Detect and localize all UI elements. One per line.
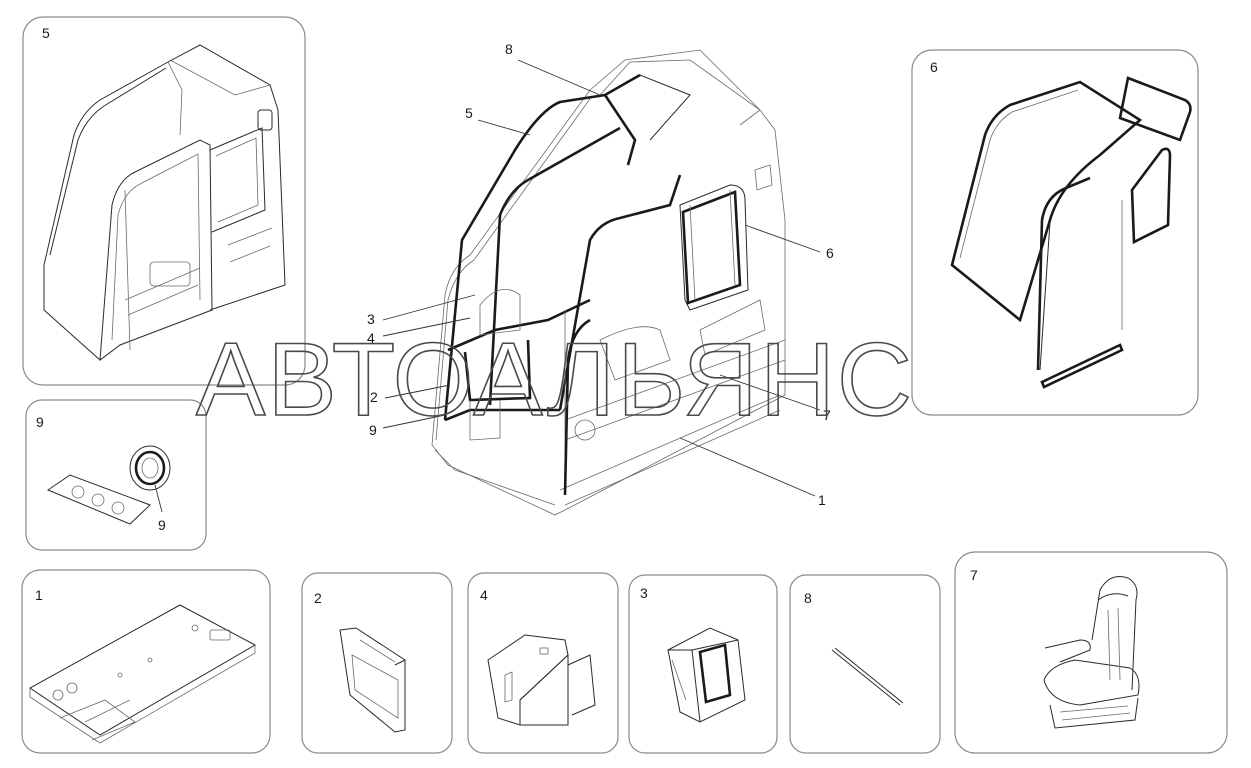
- callout-2: 2: [370, 389, 378, 405]
- cab-frame-illustration: [43, 44, 286, 362]
- panel-9: 9 9: [25, 399, 207, 551]
- panel-4-label: 4: [480, 587, 488, 603]
- panel-5: 5: [22, 16, 306, 386]
- main-cab-assembly: [431, 49, 786, 516]
- callout-3: 3: [367, 311, 375, 327]
- control-box-illustration: [667, 627, 746, 723]
- callout-6: 6: [826, 245, 834, 261]
- panel-2-illustration: [339, 627, 406, 733]
- panel-1-label: 1: [35, 587, 43, 603]
- panel-6: 6: [911, 49, 1199, 416]
- callout-7: 7: [823, 407, 831, 423]
- panel-3-label: 3: [640, 585, 648, 601]
- panel-2-frame: [301, 572, 453, 754]
- callout-9: 9: [369, 422, 377, 438]
- floor-plate-illustration: [29, 604, 257, 744]
- panel-9-label: 9: [36, 414, 44, 430]
- rod-illustration: [831, 647, 904, 706]
- panel-7-label: 7: [970, 567, 978, 583]
- panel-8: 8: [789, 574, 941, 754]
- seat-illustration: [1043, 576, 1140, 729]
- light-plate-illustration: [46, 445, 171, 525]
- panel-8-label: 8: [804, 590, 812, 606]
- panel-9-callout: 9: [158, 517, 166, 533]
- panel-5-label: 5: [42, 25, 50, 41]
- panel-2-label: 2: [314, 590, 322, 606]
- panel-4: 4: [467, 572, 619, 754]
- panel-9-leader: [154, 484, 163, 513]
- panel-3-frame: [628, 574, 778, 754]
- callout-leaders: [382, 59, 821, 497]
- panel-2: 2: [301, 572, 453, 754]
- callout-1: 1: [818, 492, 826, 508]
- panel-1-frame: [21, 569, 271, 754]
- watermark-text: АВТОАЛЬЯНС: [196, 322, 914, 438]
- panel-7: 7: [954, 551, 1228, 754]
- panel-9-frame: [25, 399, 207, 551]
- panel-5-frame: [22, 16, 306, 386]
- glass-set-illustration: [950, 76, 1192, 389]
- callout-8: 8: [505, 41, 513, 57]
- panel-1: 1: [21, 569, 271, 754]
- panel-8-frame: [789, 574, 941, 754]
- main-callouts: 8 5 6 3 4 2 9 7 1: [367, 41, 834, 508]
- panel-6-label: 6: [930, 59, 938, 75]
- panel-4-frame: [467, 572, 619, 754]
- panel-3: 3: [628, 574, 778, 754]
- console-illustration: [487, 634, 596, 726]
- panel-7-frame: [954, 551, 1228, 754]
- callout-5: 5: [465, 105, 473, 121]
- callout-4: 4: [367, 330, 375, 346]
